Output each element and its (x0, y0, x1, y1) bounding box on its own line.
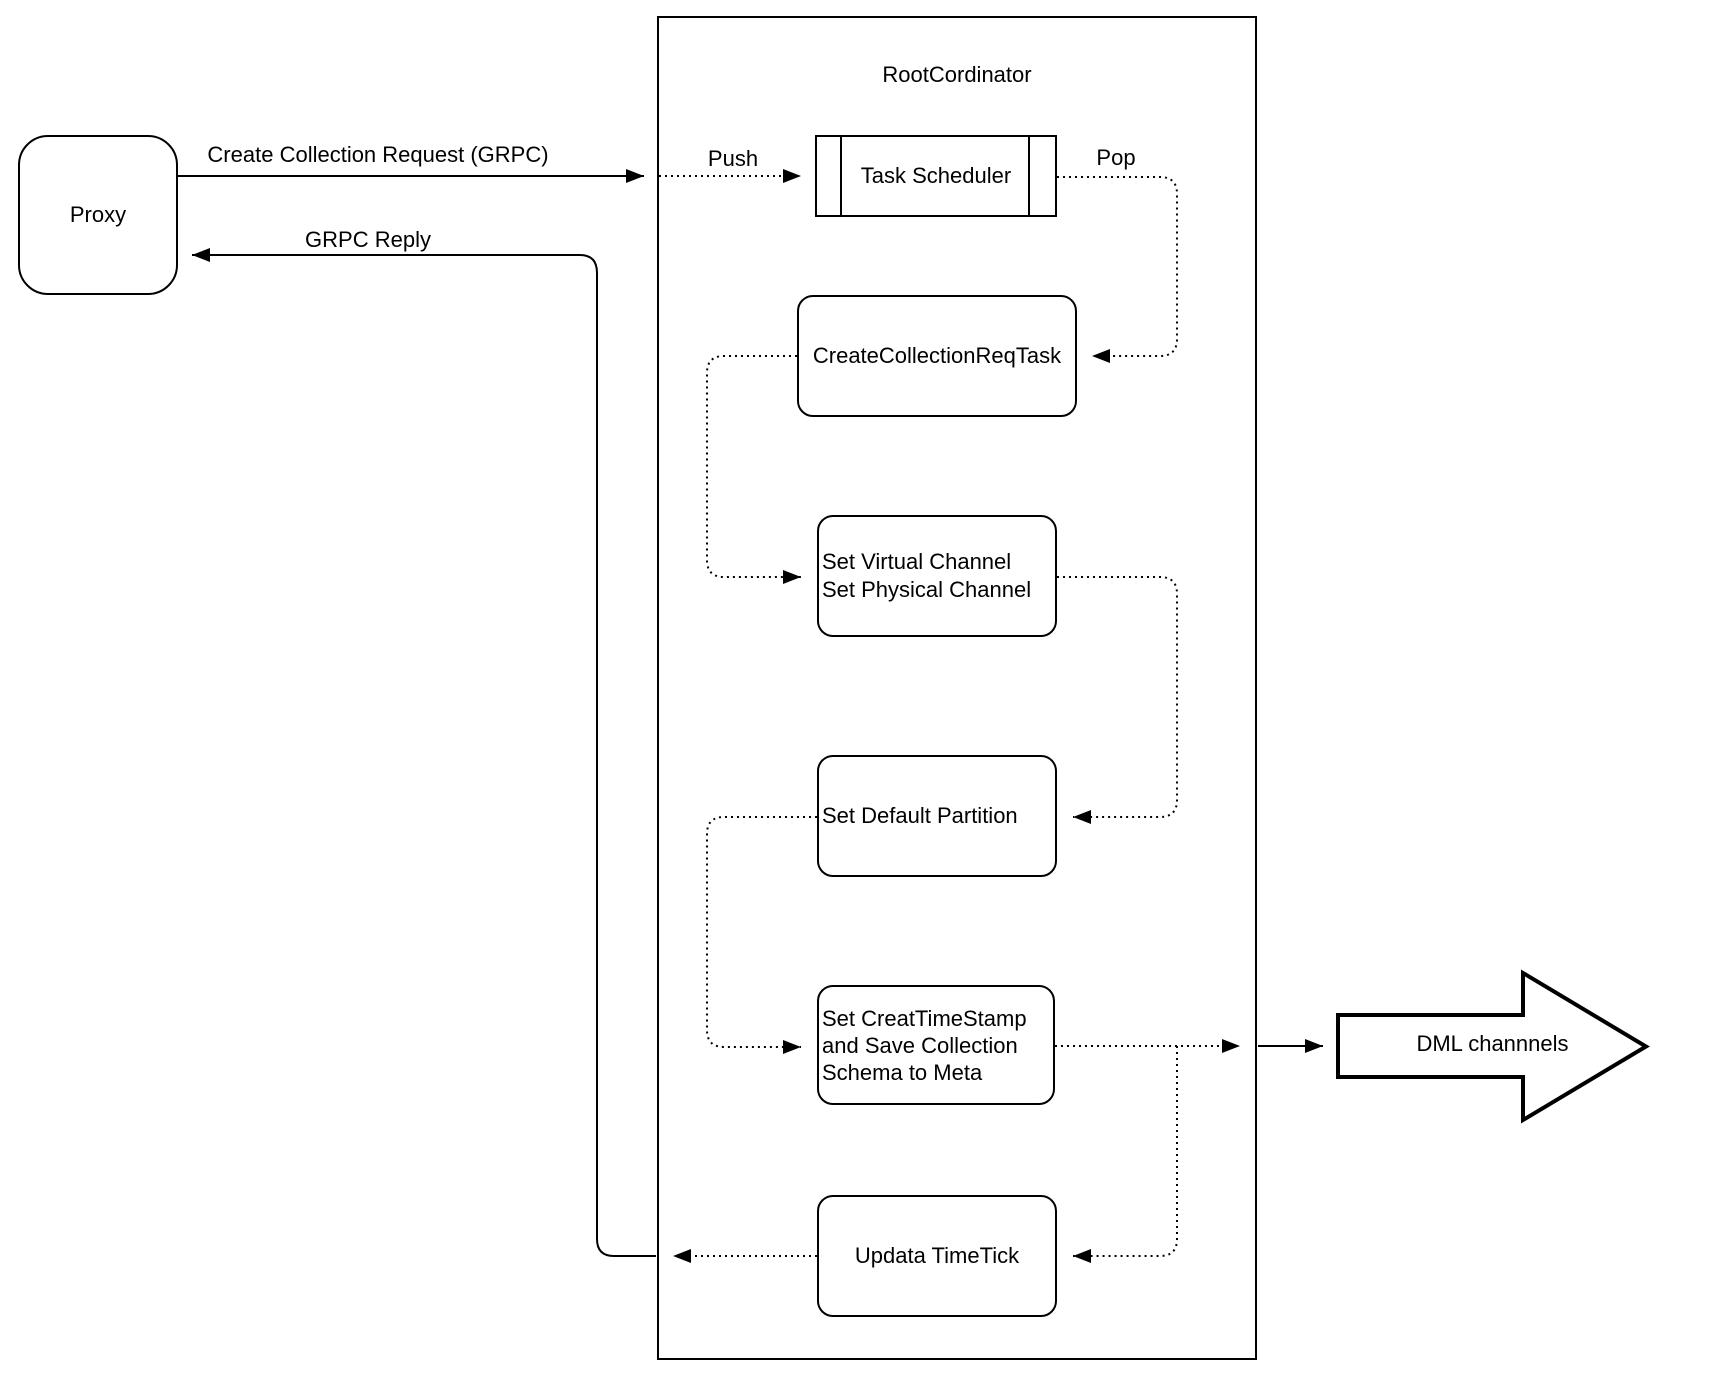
task-scheduler-label: Task Scheduler (860, 163, 1012, 188)
dml-channels-arrow-shape (1336, 969, 1650, 1124)
create-collection-req-task-node: CreateCollectionReqTask (797, 295, 1077, 417)
pop-arrow (1057, 176, 1178, 363)
set-channels-node: Set Virtual Channel Set Physical Channel (817, 515, 1057, 637)
dml-channels-label: DML channnels (1416, 1031, 1569, 1056)
updata-timetick-label: Updata TimeTick (854, 1243, 1020, 1268)
set-create-timestamp-label: Set CreatTimeStamp and Save Collection S… (822, 1005, 1027, 1085)
set-channels-label: Set Virtual Channel Set Physical Channel (822, 549, 1032, 602)
rootcordinator-container: RootCordinator (657, 16, 1257, 1360)
proxy-label: Proxy (69, 202, 127, 227)
reply-arrow (192, 248, 656, 1257)
set-create-timestamp-node: Set CreatTimeStamp and Save Collection S… (817, 985, 1055, 1105)
reqtask-to-channels-arrow (706, 355, 801, 584)
request-edge-label: Create Collection Request (GRPC) (207, 142, 549, 167)
pop-edge-label: Pop (1096, 145, 1136, 170)
task-scheduler-node: Task Scheduler (815, 135, 1057, 217)
create-collection-req-task-label: CreateCollectionReqTask (812, 343, 1062, 368)
set-default-partition-node: Set Default Partition (817, 755, 1057, 877)
channels-to-partition-arrow (1057, 576, 1178, 824)
timestamp-to-timetick-arrow (1073, 1046, 1178, 1263)
proxy-node: Proxy (18, 135, 178, 295)
set-default-partition-label: Set Default Partition (822, 803, 1018, 828)
partition-to-timestamp-arrow (706, 816, 817, 1054)
push-edge-label: Push (707, 146, 759, 171)
updata-timetick-node: Updata TimeTick (817, 1195, 1057, 1317)
reply-edge-label: GRPC Reply (305, 227, 431, 252)
rootcordinator-title: RootCordinator (882, 62, 1032, 87)
task-scheduler-right-bar (1028, 137, 1030, 215)
task-scheduler-left-bar (840, 137, 842, 215)
